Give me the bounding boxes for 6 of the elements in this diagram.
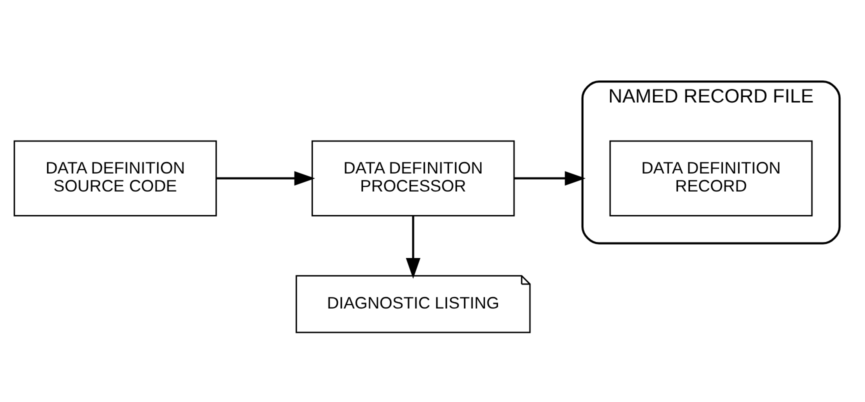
arrow xyxy=(406,215,420,278)
arrow xyxy=(514,170,586,186)
node-box: DATA DEFINITION RECORD xyxy=(609,140,813,216)
arrow xyxy=(216,170,316,186)
node-box: DATA DEFINITION PROCESSOR xyxy=(312,140,515,216)
node-box: DATA DEFINITION SOURCE CODE xyxy=(14,140,217,216)
